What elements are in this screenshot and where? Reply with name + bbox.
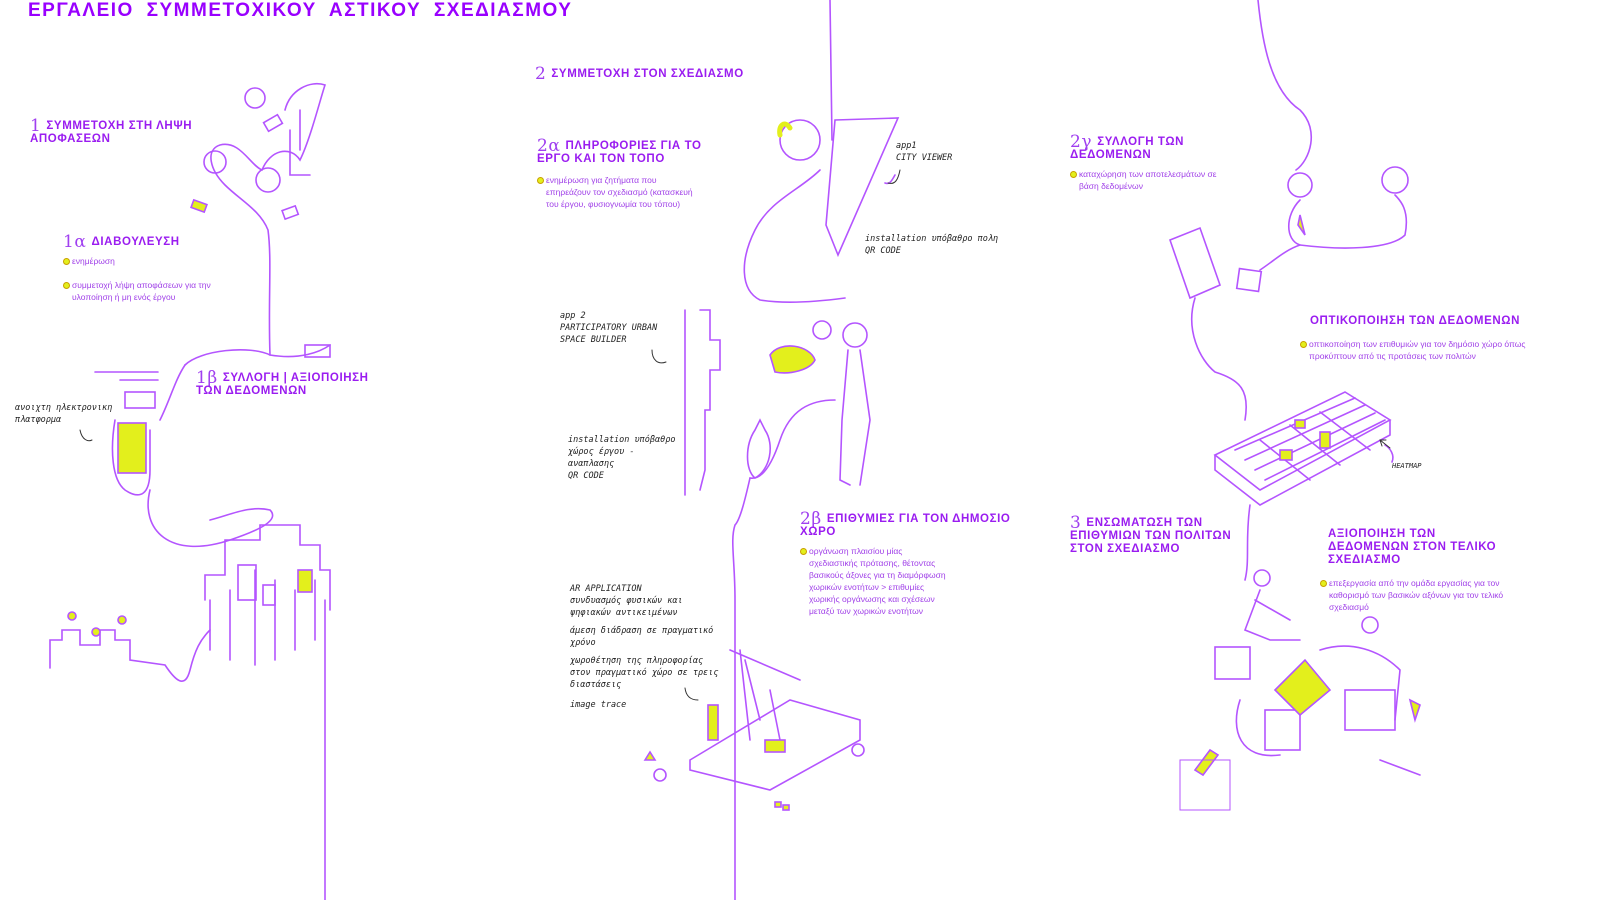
section-title: ΕΝΣΩΜΑΤΩΣΗ ΤΩΝ ΕΠΙΘΥΜΙΩΝ ΤΩΝ ΠΟΛΙΤΩΝ ΣΤΟ… [1070, 517, 1232, 555]
section-1a: 1α ΔΙΑΒΟΥΛΕΥΣΗ ενημέρωση συμμετοχή λήψη α… [63, 234, 253, 303]
hand-holding-phone-illustration [94, 364, 274, 548]
section-title: ΕΠΙΘΥΜΙΕΣ ΓΙΑ ΤΟΝ ΔΗΜΟΣΙΟ ΧΩΡΟ [800, 513, 1011, 538]
bullet-item: καταχώρηση των αποτελεσμάτων σε βάση δεδ… [1070, 168, 1230, 192]
platform-note: ανοιχτη ηλεκτρονικη πλατφορμα [15, 403, 113, 425]
section-title: ΟΠΤΙΚΟΠΟΙΗΣΗ ΤΩΝ ΔΕΔΟΜΕΝΩΝ [1310, 315, 1520, 327]
bullet-item: ενημέρωση [63, 255, 253, 267]
man-urban-builder-illustration [684, 309, 871, 900]
ar-title: AR APPLICATION [570, 584, 642, 594]
section-title: ΔΙΑΒΟΥΛΕΥΣΗ [91, 236, 180, 248]
section-title: ΑΞΙΟΠΟΙΗΣΗ ΤΩΝ ΔΕΔΟΜΕΝΩΝ ΣΤΟΝ ΤΕΛΙΚΟ ΣΧΕ… [1328, 528, 1497, 566]
app2-install: installation υπόβαθρο χώρος έργου - αναπ… [568, 434, 683, 482]
visualization-section: ΟΠΤΙΚΟΠΟΙΗΣΗ ΤΩΝ ΔΕΔΟΜΕΝΩΝ οπτικοποίηση … [1300, 315, 1530, 362]
app-subtitle: PARTICIPATORY URBAN SPACE BUILDER [560, 323, 658, 345]
section-number: 3 [1070, 513, 1082, 533]
qr-note: QR CODE [865, 246, 901, 256]
ar-phone-construction-illustration [643, 649, 865, 811]
final-design-section: ΑΞΙΟΠΟΙΗΣΗ ΤΩΝ ΔΕΔΟΜΕΝΩΝ ΣΤΟΝ ΤΕΛΙΚΟ ΣΧΕ… [1320, 528, 1510, 613]
data-collection-illustration [1168, 0, 1409, 421]
install-note: installation υπόβαθρο πολη [865, 234, 999, 244]
section-number: 1β [196, 368, 218, 388]
app-name: app1 [896, 141, 917, 151]
section-number: 2γ [1070, 132, 1093, 152]
bullet-item: οπτικοποίηση των επιθυμιών για τον δημόσ… [1300, 338, 1530, 362]
woman-city-viewer-illustration [743, 0, 900, 303]
heatmap-phone-illustration [1213, 391, 1394, 506]
install-note: installation υπόβαθρο χώρος έργου - αναπ… [568, 435, 676, 469]
app1-install: installation υπόβαθρο πολη QR CODE [865, 233, 998, 257]
app-subtitle: CITY VIEWER [896, 153, 953, 163]
app2-label: app 2 PARTICIPATORY URBAN SPACE BUILDER [560, 310, 680, 346]
qr-note: QR CODE [568, 471, 604, 481]
section-number: 1 [30, 116, 42, 136]
final-design-people-illustration [1179, 504, 1421, 811]
page-title: ΕΡΓΑΛΕΙΟ ΣΥΜΜΕΤΟΧΙΚΟΥ ΑΣΤΙΚΟΥ ΣΧΕΔΙΑΣΜΟΥ [28, 0, 573, 21]
section-number: 1α [63, 232, 87, 252]
section-title: ΣΥΛΛΟΓΗ ΤΩΝ ΔΕΔΟΜΕΝΩΝ [1070, 136, 1185, 161]
section-2-heading: 2 ΣΥΜΜΕΤΟΧΗ ΣΤΟΝ ΣΧΕΔΙΑΣΜΟ [535, 66, 744, 83]
app-name: app 2 [560, 311, 586, 321]
bullet-item: ενημέρωση για ζητήματα που επηρεάζουν το… [537, 174, 696, 210]
ar-notes: AR APPLICATION συνδυασμός φυσικών και ψη… [570, 583, 720, 711]
section-title: ΠΛΗΡΟΦΟΡΙΕΣ ΓΙΑ ΤΟ ΕΡΓΟ ΚΑΙ ΤΟΝ ΤΟΠΟ [537, 140, 702, 165]
heatmap-label: HEATMAP [1392, 462, 1422, 470]
bullet-item: συμμετοχή λήψη αποφάσεων για την υλοποίη… [63, 279, 253, 303]
section-number: 2β [800, 509, 822, 529]
section-title: ΣΥΜΜΕΤΟΧΗ ΣΤΗ ΛΗΨΗ ΑΠΟΦΑΣΕΩΝ [30, 120, 193, 145]
people-with-phones-illustration [184, 83, 331, 366]
city-skyline-hands-illustration [49, 524, 331, 900]
section-number: 2 [535, 64, 547, 84]
bullet-item: επεξεργασία από την ομάδα εργασίας για τ… [1320, 577, 1510, 613]
ar-note: άμεση διάδραση σε πραγματικό χρόνο [570, 626, 714, 648]
section-title: ΣΥΜΜΕΤΟΧΗ ΣΤΟΝ ΣΧΕΔΙΑΣΜΟ [551, 68, 744, 80]
ar-note: image trace [570, 700, 627, 710]
ar-note: χωροθέτηση της πληροφορίας στον πραγματι… [570, 656, 719, 690]
ar-note: συνδυασμός φυσικών και ψηφιακών αντικειμ… [570, 596, 683, 618]
bullet-item: οργάνωση πλαισίου μίας σχεδιαστικής πρότ… [800, 545, 949, 617]
section-title: ΣΥΛΛΟΓΗ | ΑΞΙΟΠΟΙΗΣΗ ΤΩΝ ΔΕΔΟΜΕΝΩΝ [196, 372, 369, 397]
section-number: 2α [537, 136, 561, 156]
